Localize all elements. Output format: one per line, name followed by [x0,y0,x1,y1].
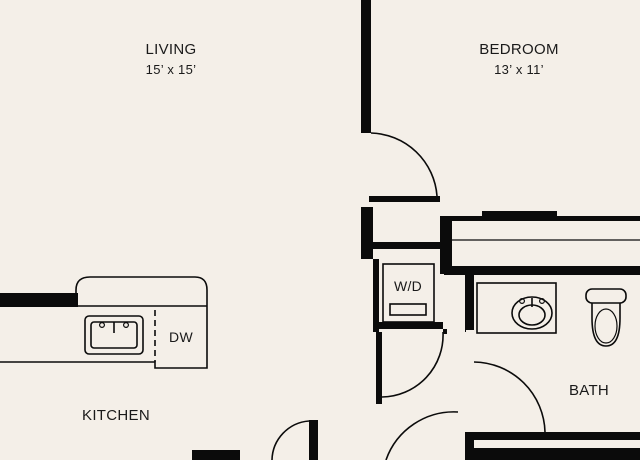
bath-lower-wall [465,432,474,460]
counter-outline [0,276,208,369]
room-dims-living: 15’ x 15’ [146,62,197,77]
lower-door-swing-icon [385,411,459,460]
room-label-bedroom: BEDROOM [479,41,559,58]
room-label-kitchen: KITCHEN [82,407,150,424]
bedroom-door-swing-icon [370,132,438,197]
kitchen-sink-icon [84,315,144,355]
wardrobe-bottom-wall [444,266,640,275]
bath-fixtures [466,282,627,362]
wardrobe-top-wall [444,216,640,221]
bath-door-swing-icon [473,361,546,433]
room-label-bath: BATH [569,382,609,399]
fixture-label-dw: DW [169,329,193,345]
wardrobe-header [482,211,557,217]
bath-door-leaf [466,330,474,362]
room-dims-bedroom: 13’ x 11’ [494,62,544,77]
wd-bottom-wall [373,322,443,329]
kitchen-back-wall [0,293,78,307]
range-top [192,450,240,460]
hall-door-swing-icon [381,331,444,398]
toilet-icon [585,288,627,347]
bath-left-wall [465,274,474,332]
kitchen-lower-wall [309,420,318,460]
closet-header-wall [369,196,440,202]
closet-left-wall [361,207,373,259]
bath-bottom-wall [472,432,640,440]
wd-hall-wall [376,332,382,404]
room-label-living: LIVING [146,41,197,58]
closet-right-wall [440,216,452,274]
kitchen-counter [0,276,208,369]
hall-door-leaf [443,329,447,334]
closet-shelf [369,242,444,249]
tub-wall [472,448,640,460]
vanity [476,282,557,334]
kitchen-door-swing-icon [271,420,310,460]
door-swings [271,132,546,460]
partition-wall-upper [361,0,371,133]
wd-left-wall [373,259,379,332]
washer-dryer [382,263,435,323]
lavatory-icon [511,296,553,330]
fixture-label-wd: W/D [394,278,422,294]
